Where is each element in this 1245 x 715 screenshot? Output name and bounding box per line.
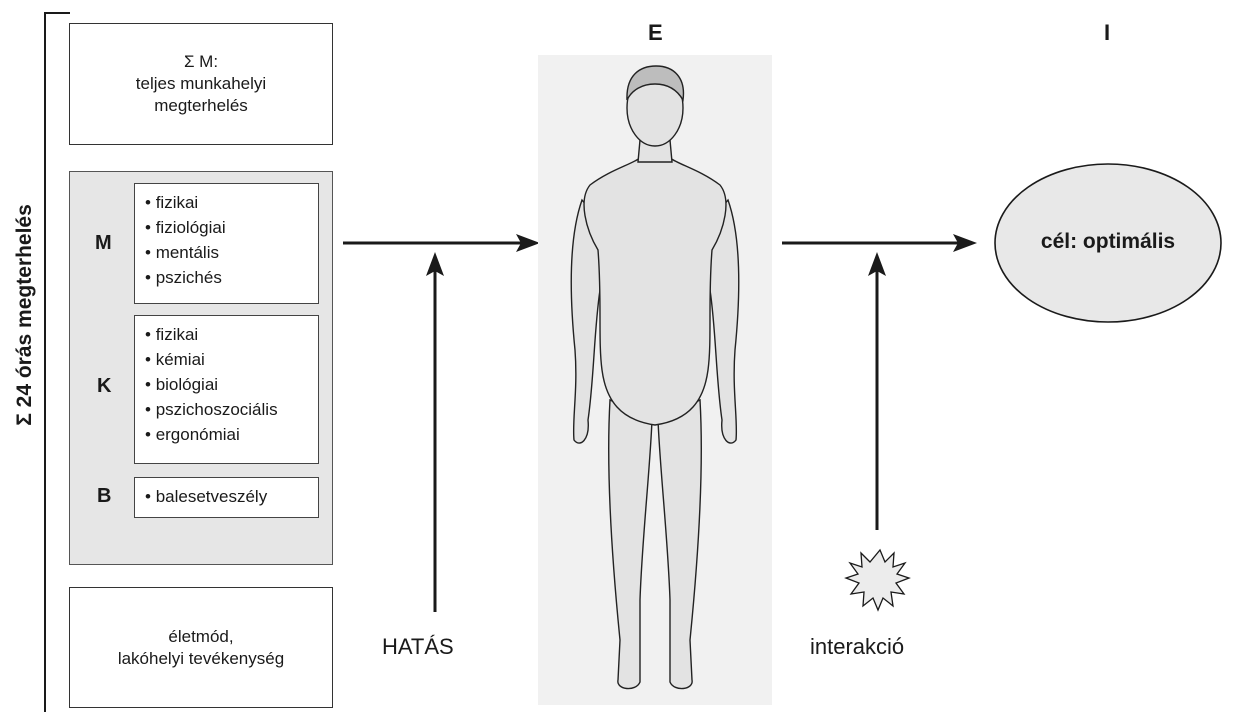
group-k-letter: K [97,375,111,398]
total-workplace-load-line-1: Σ M: [184,51,218,73]
interaction-label: interakció [810,634,904,660]
total-workplace-load-line-3: megterhelés [154,95,248,117]
lifestyle-box: életmód, lakóhelyi tevékenység [69,587,333,708]
group-m-item: fiziológiai [145,215,308,240]
group-k-list: fizikai kémiai biológiai pszichoszociáli… [134,315,319,464]
group-m-item: fizikai [145,190,308,215]
lifestyle-line-2: lakóhelyi tevékenység [118,648,284,670]
column-i-label: I [1104,20,1110,46]
group-b-list: balesetveszély [134,477,319,518]
lifestyle-line-1: életmód, [168,626,233,648]
total-workplace-load-box: Σ M: teljes munkahelyi megterhelés [69,23,333,145]
starburst-icon [846,550,909,610]
group-k-item: ergonómiai [145,422,308,447]
group-m-list: fizikai fiziológiai mentális pszichés [134,183,319,304]
group-k-item: biológiai [145,372,308,397]
human-figure-icon [538,55,772,705]
group-m-letter: M [95,232,112,255]
group-k-item: fizikai [145,322,308,347]
group-b-item: balesetveszély [145,484,308,509]
total-workplace-load-line-2: teljes munkahelyi [136,73,266,95]
group-k-item: kémiai [145,347,308,372]
column-e-label: E [648,20,663,46]
left-bracket [45,13,70,712]
daily-load-vertical-label: Σ 24 órás megterhelés [13,185,37,445]
hatas-label: HATÁS [382,634,454,660]
group-m-item: mentális [145,240,308,265]
group-b-letter: B [97,485,111,508]
goal-label: cél: optimális [995,230,1221,254]
group-k-item: pszichoszociális [145,397,308,422]
group-m-item: pszichés [145,265,308,290]
